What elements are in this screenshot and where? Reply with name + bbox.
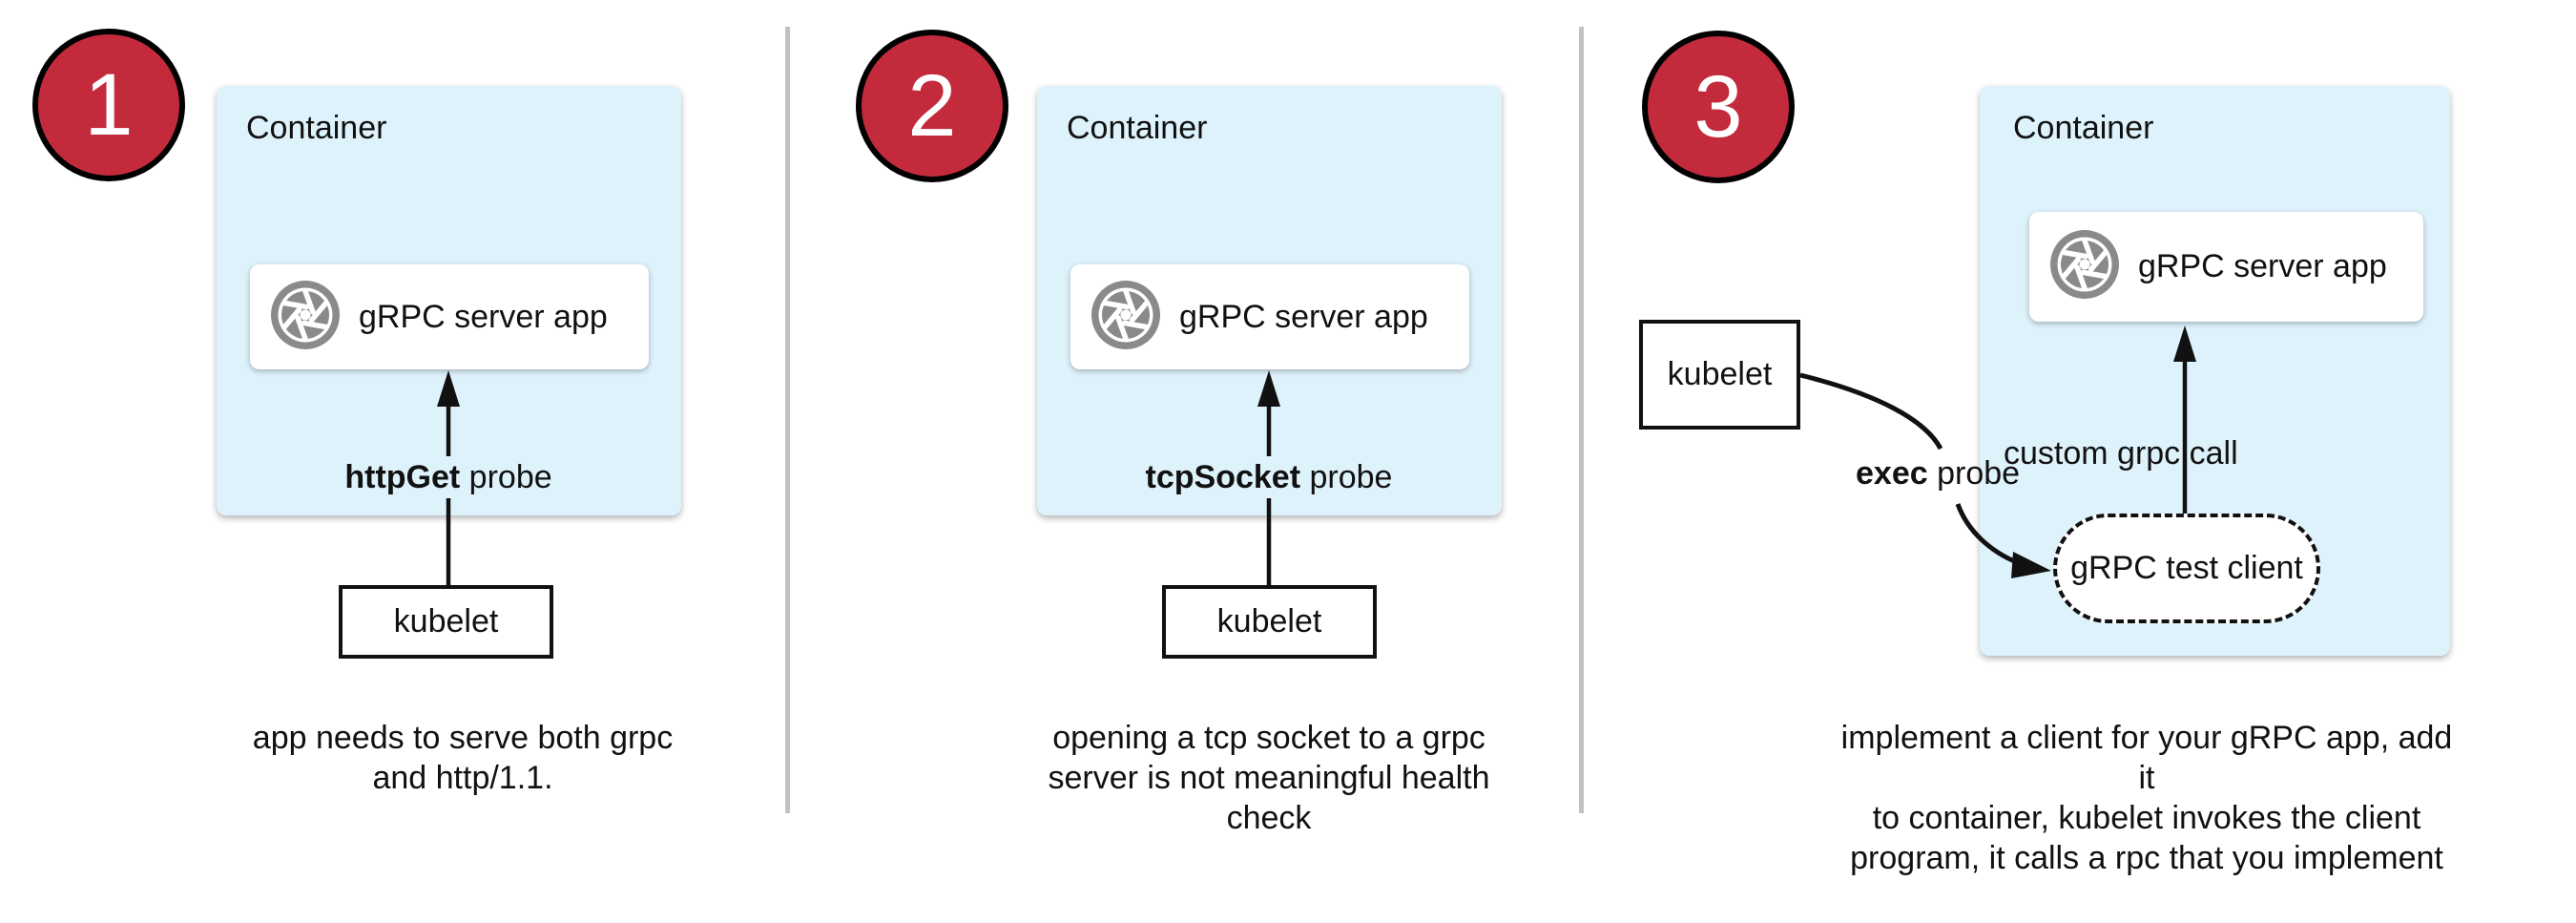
container-label-3: Container [2013, 110, 2154, 146]
step-circle-2: 2 [856, 30, 1008, 182]
aperture-icon [2048, 228, 2121, 305]
probe-word: probe [460, 459, 552, 495]
caption-line: program, it calls a rpc that you impleme… [1850, 840, 2443, 876]
caption-line: to container, kubelet invokes the client [1872, 800, 2421, 836]
step-circle-1: 1 [32, 29, 185, 181]
grpc-server-app-card-3: gRPC server app [2029, 212, 2423, 322]
grpc-server-app-card-2: gRPC server app [1070, 264, 1469, 369]
probe-type: httpGet [344, 459, 461, 495]
custom-grpc-call-label: custom grpc call [2004, 435, 2238, 472]
probe-type: exec [1856, 455, 1928, 492]
grpc-test-client-label: gRPC test client [2070, 550, 2303, 586]
probe-word: probe [1927, 455, 2021, 492]
panel-divider-1 [785, 27, 790, 813]
panel-divider-2 [1579, 27, 1584, 813]
probe-word: probe [1300, 459, 1393, 495]
caption-line: server is not meaningful health [1048, 760, 1490, 796]
container-label-2: Container [1067, 110, 1208, 146]
aperture-icon [269, 279, 342, 356]
probe-label-1: httpGet probe [335, 456, 562, 498]
caption-3: implement a client for your gRPC app, ad… [1832, 718, 2462, 878]
kubelet-label: kubelet [1216, 603, 1322, 640]
caption-line: check [1226, 800, 1312, 836]
caption-line: and http/1.1. [372, 760, 553, 796]
kubelet-box-2: kubelet [1162, 585, 1377, 659]
probe-label-2: tcpSocket probe [1135, 456, 1402, 498]
step-number: 1 [84, 56, 134, 154]
grpc-server-app-label: gRPC server app [359, 298, 608, 335]
step-circle-3: 3 [1642, 31, 1795, 183]
grpc-test-client-oval: gRPC test client [2053, 514, 2320, 623]
exec-probe-label: exec probe [1856, 452, 2020, 494]
grpc-server-app-card-1: gRPC server app [250, 264, 649, 369]
caption-line: opening a tcp socket to a grpc [1052, 720, 1485, 756]
caption-1: app needs to serve both grpc and http/1.… [181, 718, 744, 798]
grpc-server-app-label: gRPC server app [2138, 248, 2387, 284]
caption-line: app needs to serve both grpc [252, 720, 674, 756]
grpc-server-app-label: gRPC server app [1179, 298, 1428, 335]
step-number: 3 [1693, 58, 1743, 156]
kubelet-label: kubelet [1667, 356, 1773, 392]
container-label-1: Container [246, 110, 387, 146]
caption-2: opening a tcp socket to a grpc server is… [987, 718, 1550, 838]
caption-line: implement a client for your gRPC app, ad… [1840, 720, 2453, 796]
aperture-icon [1090, 279, 1162, 356]
kubelet-box-1: kubelet [339, 585, 553, 659]
kubelet-box-3: kubelet [1639, 320, 1800, 430]
kubelet-label: kubelet [393, 603, 499, 640]
probe-type: tcpSocket [1145, 459, 1301, 495]
step-number: 2 [907, 57, 957, 155]
